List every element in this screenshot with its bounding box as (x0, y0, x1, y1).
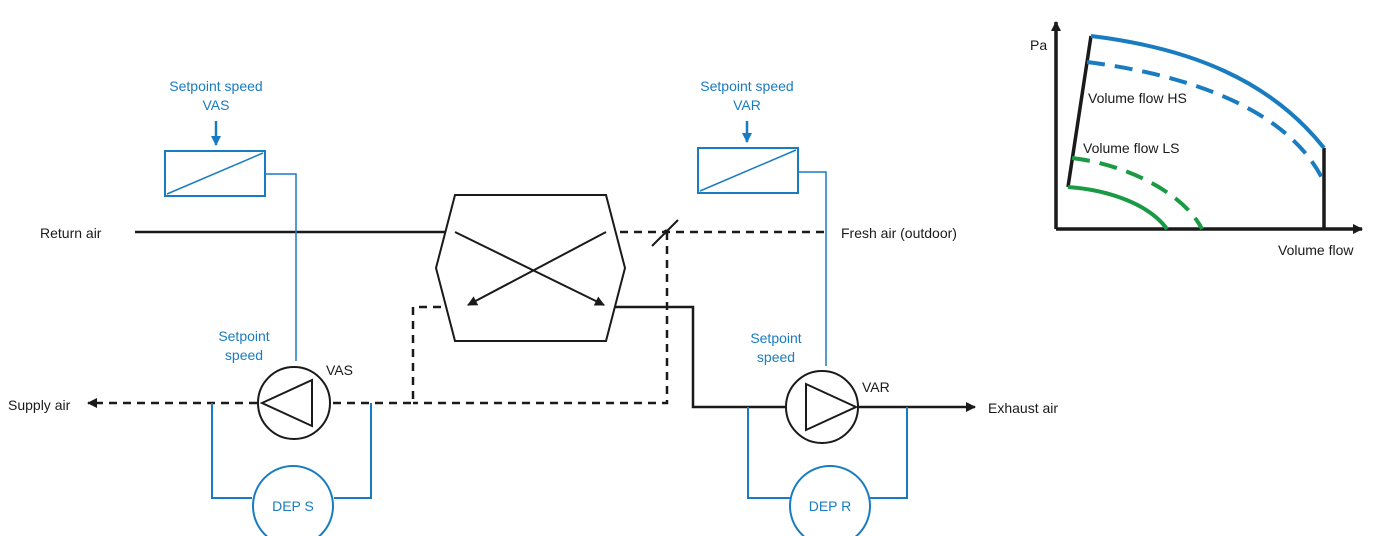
fan-curve-ls-solid (1067, 185, 1169, 231)
fan-curve-hs-solid (1090, 34, 1326, 150)
exhaust-air-label: Exhaust air (988, 400, 1058, 416)
vas-setpoint-label-line2: VAS (203, 97, 230, 113)
var-controller-diagonal (699, 149, 797, 192)
vas-fan: Setpoint speed VAS DEP S (211, 328, 372, 536)
var-fan-setpoint-line1: Setpoint (750, 330, 801, 346)
airflow-lines (87, 219, 976, 412)
supply-duct-line (87, 305, 455, 408)
var-fan-setpoint-line2: speed (757, 349, 795, 365)
fresh-air-label: Fresh air (outdoor) (841, 225, 957, 241)
exchanger-return-path (454, 231, 605, 306)
exchanger-fresh-path (467, 231, 607, 306)
vas-fan-triangle-icon (259, 378, 313, 428)
var-controller: Setpoint speed VAR (697, 78, 827, 366)
fan-curve-x-label: Volume flow (1278, 242, 1354, 258)
fan-curve-ls-label: Volume flow LS (1083, 140, 1180, 156)
var-control-signal (798, 171, 827, 366)
bypass-line (413, 232, 669, 405)
supply-air-label: Supply air (8, 397, 71, 413)
vas-controller-diagonal (166, 152, 264, 195)
var-setpoint-label-line1: Setpoint speed (700, 78, 793, 94)
vas-controller: Setpoint speed VAS (164, 78, 297, 361)
var-fan-circle (785, 370, 859, 444)
vas-dp-sensor-label: DEP S (272, 498, 314, 514)
fan-curve-chart: Pa Volume flow Volume flow HS Volume flo… (1030, 21, 1363, 258)
vas-fan-setpoint-line2: speed (225, 347, 263, 363)
vas-fan-name: VAS (326, 362, 353, 378)
vas-setpoint-label-line1: Setpoint speed (169, 78, 262, 94)
var-fan: Setpoint speed VAR DEP R (747, 330, 908, 536)
fan-curve-hs-dashed (1086, 60, 1326, 183)
vas-dp-sensor (252, 465, 334, 536)
fan-curve-y-label: Pa (1030, 37, 1047, 53)
var-fan-name: VAR (862, 379, 890, 395)
var-dp-tube (747, 407, 908, 499)
var-fan-triangle-icon (805, 382, 859, 432)
fan-curve-ls-dashed (1071, 156, 1204, 230)
heat-exchanger (434, 194, 627, 342)
fan-curve-left-boundary (1066, 35, 1093, 188)
var-dp-sensor (789, 465, 871, 536)
vas-control-signal (265, 173, 297, 361)
return-air-label: Return air (40, 225, 102, 241)
var-setpoint-label-line2: VAR (733, 97, 761, 113)
vas-dp-tube-path (211, 403, 372, 499)
var-dp-sensor-label: DEP R (809, 498, 852, 514)
vas-fan-circle (257, 366, 331, 440)
fan-curve-hs-label: Volume flow HS (1088, 90, 1187, 106)
vas-fan-setpoint-line1: Setpoint (218, 328, 269, 344)
